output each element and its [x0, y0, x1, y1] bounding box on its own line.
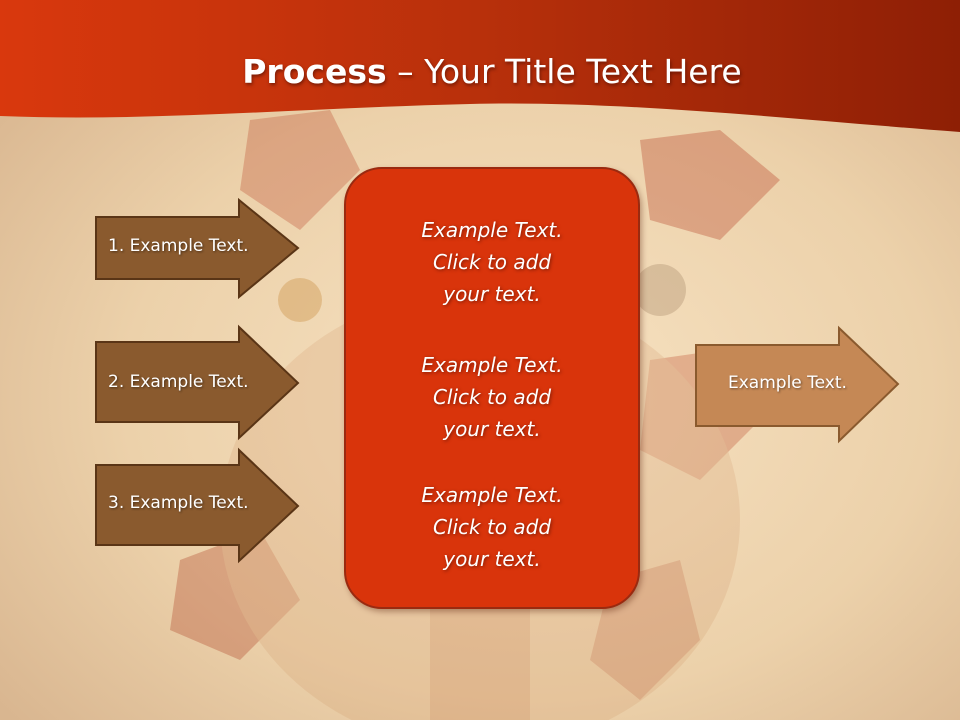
paragraph-line: Click to add: [432, 385, 552, 409]
paragraph-line: Click to add: [432, 250, 552, 274]
input-arrow-1[interactable]: 1. Example Text.: [95, 197, 300, 300]
slide-title: Process – Your Title Text Here: [0, 52, 960, 91]
input-arrow-2[interactable]: 2. Example Text.: [95, 324, 300, 441]
paragraph-line: Example Text.: [421, 353, 563, 377]
input-arrow-label: 1. Example Text.: [108, 236, 249, 256]
output-arrow-label: Example Text.: [728, 373, 847, 393]
input-arrow-label: 2. Example Text.: [108, 372, 249, 392]
paragraph-line: Example Text.: [421, 218, 563, 242]
input-arrow-label: 3. Example Text.: [108, 493, 249, 513]
paragraph-line: Click to add: [432, 515, 552, 539]
arrow-right-icon: [95, 324, 300, 441]
process-paragraph-3: Example Text. Click to add your text.: [346, 479, 638, 575]
paragraph-line: Example Text.: [421, 483, 563, 507]
arrow-right-icon: [95, 197, 300, 300]
title-bold: Process: [242, 52, 387, 91]
output-arrow[interactable]: Example Text.: [695, 325, 900, 444]
paragraph-line: your text.: [443, 282, 541, 306]
process-paragraph-2: Example Text. Click to add your text.: [346, 349, 638, 445]
arrow-right-icon: [95, 447, 300, 564]
title-rest: – Your Title Text Here: [386, 52, 742, 91]
process-box[interactable]: Example Text. Click to add your text. Ex…: [344, 167, 640, 609]
process-paragraph-1: Example Text. Click to add your text.: [346, 214, 638, 310]
paragraph-line: your text.: [443, 547, 541, 571]
paragraph-line: your text.: [443, 417, 541, 441]
input-arrow-3[interactable]: 3. Example Text.: [95, 447, 300, 564]
arrow-right-icon: [695, 325, 900, 444]
